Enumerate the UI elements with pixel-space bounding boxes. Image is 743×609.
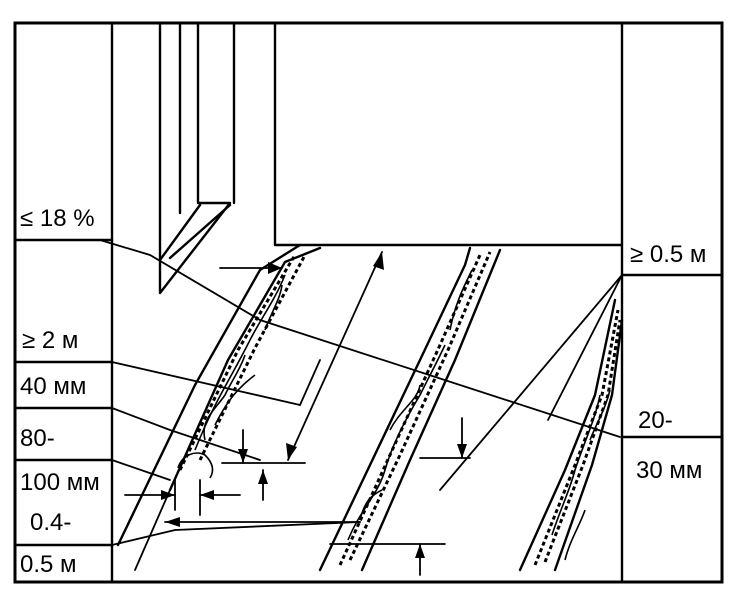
outer-frame: [13, 21, 724, 584]
label-overhang: ≥ 0.5 м: [630, 241, 706, 268]
label-gap-b: 30 мм: [636, 457, 702, 484]
rib-right: [518, 298, 624, 572]
label-spacing-a: 0.4-: [30, 509, 71, 536]
label-slope: ≤ 18 %: [20, 205, 95, 232]
label-width-mid-a: 80-: [20, 425, 55, 452]
label-width-mid-b: 100 мм: [20, 469, 100, 496]
labels: ≤ 18 % ≥ 2 м 40 мм 80- 100 мм 0.4- 0.5 м…: [20, 205, 706, 578]
label-depth: ≥ 2 м: [22, 327, 78, 354]
label-gap-a: 20-: [638, 407, 673, 434]
right-label-column: [620, 21, 724, 584]
dimension-arrows: [124, 251, 471, 576]
label-width-top: 40 мм: [20, 373, 86, 400]
label-spacing-b: 0.5 м: [20, 551, 77, 578]
upper-wall-block: [158, 21, 624, 295]
left-label-column: [13, 21, 114, 584]
rib-middle: [318, 246, 502, 572]
leader-lines: [99, 239, 623, 546]
rib-left: [116, 243, 322, 547]
